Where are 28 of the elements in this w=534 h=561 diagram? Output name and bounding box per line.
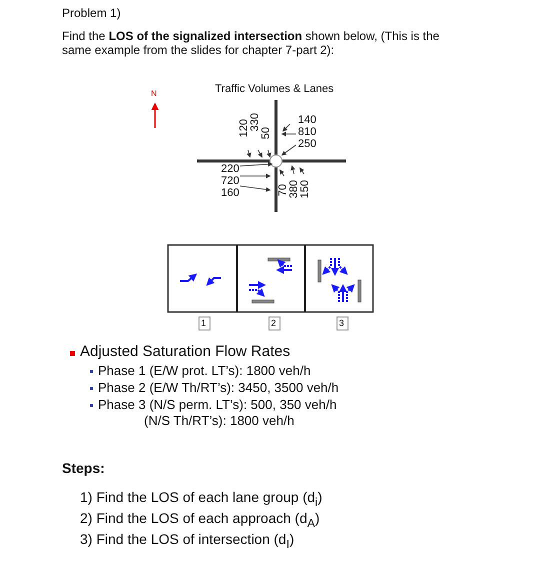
drawing-label: Traffic Volumes & Lanes: [215, 83, 334, 95]
problem-heading: Problem 1): [62, 6, 121, 20]
volume-label: 380: [289, 180, 300, 198]
phase-number: 1: [201, 318, 206, 328]
north-label: N: [151, 89, 157, 98]
phase-number: 3: [339, 318, 344, 328]
volume-label: 330: [250, 113, 261, 132]
bullet-item: Phase 2 (E/W Th/RT’s): 3450, 3500 veh/h: [98, 380, 339, 395]
volume-label: 250: [298, 139, 316, 150]
volume-label: 220: [221, 164, 240, 175]
bullet-item: Phase 1 (E/W prot. LT’s): 1800 veh/h: [98, 363, 311, 378]
phase-number: 2: [271, 318, 276, 328]
bullet-heading: Adjusted Saturation Flow Rates: [80, 343, 290, 360]
volume-label: 50: [261, 127, 272, 140]
volume-label: 720: [221, 176, 240, 187]
step-text: 3) Find the LOS of intersection (d$_{I}$): [80, 531, 294, 551]
volume-label: 120: [239, 119, 250, 138]
volume-label: 140: [298, 115, 316, 126]
step-text: 1) Find the LOS of each lane group (d$_{i}$): [80, 489, 322, 509]
bullet-item: Phase 3 (N/S perm. LT’s): 500, 350 veh/h: [98, 397, 337, 412]
bullet-item: (N/S Th/RT’s): 1800 veh/h: [144, 413, 294, 428]
volume-label: 160: [221, 188, 240, 199]
steps-heading: Steps:: [62, 460, 105, 476]
instruction-text: Find the LOS of the signalized intersection shown below, (This is the same example from the slides for chapter 7-part 2):: [62, 29, 440, 57]
step-text: 2) Find the LOS of each approach (d$_{A}$): [80, 510, 320, 530]
volume-label: 70: [278, 184, 289, 196]
volume-label: 810: [298, 127, 316, 138]
volume-label: 150: [300, 180, 311, 198]
